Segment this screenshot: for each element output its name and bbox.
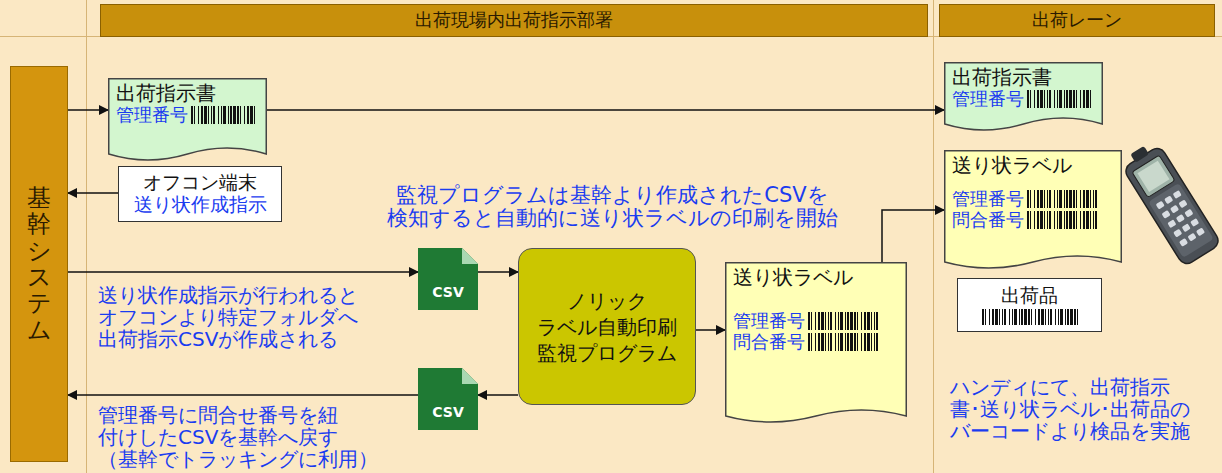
waybill-label: 送り状ラベル管理番号問合番号 <box>725 262 907 424</box>
note-text: 送り状作成指示が行われると オフコンより特定フォルダへ 出荷指示CSVが作成され… <box>98 284 362 350</box>
section-header: 出荷現場内出荷指示部署 <box>100 4 928 37</box>
note-text: ハンディにて、出荷指示 書･送り状ラベル･出荷品の バーコードより検品を実施 <box>950 376 1194 442</box>
code-row: 問合番号 <box>952 210 1097 231</box>
box-title: ノリック ラベル自動印刷 監視プログラム <box>535 288 679 366</box>
barcode <box>982 309 1078 325</box>
shipped-item: 出荷品 <box>957 278 1102 332</box>
box-title: 出荷レーン <box>1032 10 1122 31</box>
box-title: 出荷品 <box>1001 285 1058 307</box>
flow-arrow <box>696 329 725 331</box>
box-title: 出荷現場内出荷指示部署 <box>415 10 613 31</box>
note-text: 管理番号に問合せ番号を紐 付けしたCSVを基幹へ戻す （基幹でトラッキングに利用… <box>98 404 382 470</box>
office-terminal-box: オフコン端末送り状作成指示 <box>118 166 282 222</box>
section-header: 出荷レーン <box>939 4 1215 37</box>
handy-terminal <box>1118 138 1221 266</box>
shipping-instruction-doc: 出荷指示書管理番号 <box>944 62 1103 132</box>
code-row: 管理番号 <box>116 105 255 126</box>
box-text: 問合番号 <box>733 332 805 353</box>
box-title: オフコン端末 <box>143 172 257 194</box>
flow-arrow <box>478 271 518 273</box>
flow-arrow <box>478 394 518 396</box>
flow-arrow <box>68 394 418 396</box>
file-icon-outline <box>418 368 478 430</box>
file-icon-outline <box>418 248 478 310</box>
box-text: 問合番号 <box>952 210 1024 231</box>
csv-file-icon: CSV <box>418 368 478 430</box>
barcode <box>1027 211 1097 229</box>
box-title: 出荷指示書 <box>952 66 1052 89</box>
box-text: 管理番号 <box>116 105 188 126</box>
note-text: 監視プログラムは基幹より作成されたCSVを 検知すると自動的に送り状ラベルの印刷… <box>385 184 840 230</box>
code-row: 管理番号 <box>733 311 878 332</box>
box-text: 管理番号 <box>733 311 805 332</box>
box-text: 管理番号 <box>952 89 1024 110</box>
monitor-program-box: ノリック ラベル自動印刷 監視プログラム <box>518 248 696 405</box>
barcode <box>191 106 255 124</box>
box-text: 管理番号 <box>952 189 1024 210</box>
core-system-band: 基幹システム <box>10 66 68 462</box>
barcode <box>808 312 878 330</box>
code-row: 問合番号 <box>733 332 878 353</box>
box-text: 送り状作成指示 <box>134 194 267 216</box>
csv-file-icon: CSV <box>418 248 478 310</box>
box-title: 出荷指示書 <box>116 82 216 105</box>
flow-arrow <box>68 192 118 194</box>
waybill-label: 送り状ラベル管理番号問合番号 <box>944 150 1122 270</box>
code-row: 管理番号 <box>952 189 1097 210</box>
flow-arrow <box>267 109 944 111</box>
flow-arrow <box>68 271 418 273</box>
barcode <box>1027 190 1097 208</box>
barcode <box>808 333 878 351</box>
box-title: 送り状ラベル <box>733 266 853 289</box>
box-title: CSV <box>432 284 463 300</box>
code-row: 管理番号 <box>952 89 1091 110</box>
shipping-instruction-doc: 出荷指示書管理番号 <box>108 78 267 162</box>
barcode <box>1027 90 1091 108</box>
box-title: CSV <box>432 404 463 420</box>
flow-arrow <box>882 210 944 262</box>
vertical-label: 基幹システム <box>27 185 51 343</box>
box-title: 送り状ラベル <box>952 154 1072 177</box>
flow-arrow <box>68 109 108 111</box>
